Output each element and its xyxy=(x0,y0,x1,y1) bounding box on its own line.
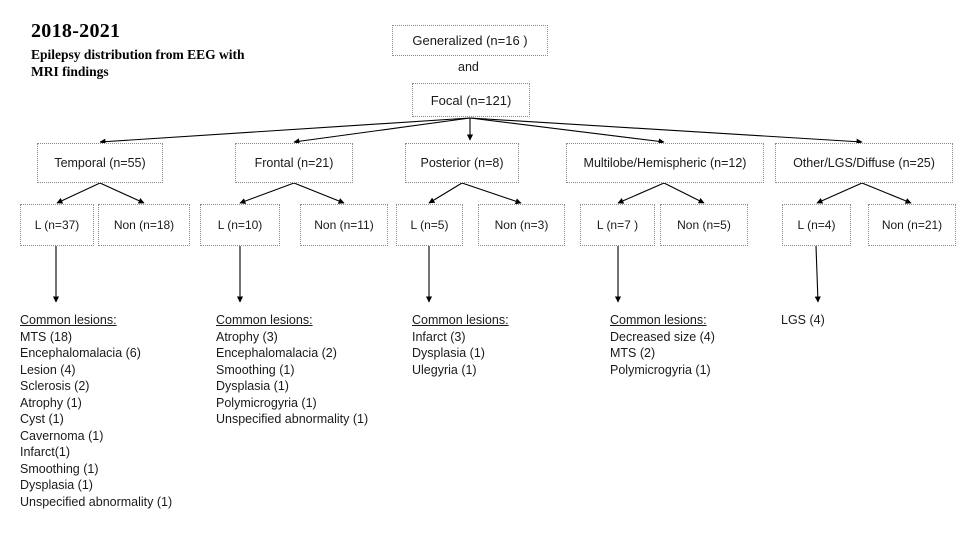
lesion-list-heading: Common lesions: xyxy=(610,313,707,327)
node-posterior-lesional[interactable]: L (n=5) xyxy=(396,204,463,246)
list-item: Infarct (3) xyxy=(412,329,466,344)
list-item: Ulegyria (1) xyxy=(412,362,477,377)
lesion-list-heading: LGS (4) xyxy=(781,313,825,327)
list-item: Unspecified abnormality (1) xyxy=(20,494,173,509)
list-item: Infarct(1) xyxy=(20,445,71,459)
list-item: MTS (2) xyxy=(610,346,656,360)
title-years: 2018-2021 xyxy=(31,20,121,42)
list-item: Atrophy (1) xyxy=(20,395,82,410)
node-frontal-lesional[interactable]: L (n=10) xyxy=(200,204,280,246)
lesion-list-other: LGS (4) xyxy=(781,312,825,329)
list-item: Encephalomalacia (2) xyxy=(216,346,337,360)
list-item: MTS (18) xyxy=(20,329,73,344)
node-generalized[interactable]: Generalized (n=16 ) xyxy=(392,25,548,56)
node-temporal[interactable]: Temporal (n=55) xyxy=(37,143,163,183)
node-temporal-lesional[interactable]: L (n=37) xyxy=(20,204,94,246)
list-item: Dysplasia (1) xyxy=(20,478,93,492)
list-item: Decreased size (4) xyxy=(610,329,715,344)
lesion-list-heading: Common lesions: xyxy=(216,313,313,327)
node-other-nonlesional[interactable]: Non (n=21) xyxy=(868,204,956,246)
lesion-list-heading: Common lesions: xyxy=(412,313,509,327)
lesion-list-multilobe: Common lesions: Decreased size (4) MTS (… xyxy=(610,312,715,378)
node-multilobe-lesional[interactable]: L (n=7 ) xyxy=(580,204,655,246)
lesion-list-heading: Common lesions: xyxy=(20,313,117,327)
list-item: Lesion (4) xyxy=(20,362,76,377)
list-item: Encephalomalacia (6) xyxy=(20,346,141,360)
list-item: Cyst (1) xyxy=(20,412,64,426)
list-item: Polymicrogyria (1) xyxy=(610,362,711,377)
list-item: Dysplasia (1) xyxy=(412,346,485,360)
label-and: and xyxy=(458,60,479,74)
node-other-lesional[interactable]: L (n=4) xyxy=(782,204,851,246)
list-item: Cavernoma (1) xyxy=(20,428,104,443)
lesion-list-frontal: Common lesions: Atrophy (3) Encephalomal… xyxy=(216,312,368,428)
page-title: 2018-2021 Epilepsy distribution from EEG… xyxy=(31,20,331,81)
node-temporal-nonlesional[interactable]: Non (n=18) xyxy=(98,204,190,246)
lesion-list-posterior: Common lesions: Infarct (3) Dysplasia (1… xyxy=(412,312,509,378)
node-frontal-nonlesional[interactable]: Non (n=11) xyxy=(300,204,388,246)
node-posterior-nonlesional[interactable]: Non (n=3) xyxy=(478,204,565,246)
list-item: Smoothing (1) xyxy=(216,362,295,377)
title-subtitle: Epilepsy distribution from EEG with MRI … xyxy=(31,47,245,80)
node-frontal[interactable]: Frontal (n=21) xyxy=(235,143,353,183)
node-other-lgs-diffuse[interactable]: Other/LGS/Diffuse (n=25) xyxy=(775,143,953,183)
list-item: Polymicrogyria (1) xyxy=(216,395,317,410)
list-item: Smoothing (1) xyxy=(20,461,99,476)
list-item: Dysplasia (1) xyxy=(216,379,289,393)
node-multilobe-nonlesional[interactable]: Non (n=5) xyxy=(660,204,748,246)
node-posterior[interactable]: Posterior (n=8) xyxy=(405,143,519,183)
list-item: Sclerosis (2) xyxy=(20,379,90,393)
list-item: Atrophy (3) xyxy=(216,329,278,344)
list-item: Unspecified abnormality (1) xyxy=(216,412,369,426)
lesion-list-temporal: Common lesions: MTS (18) Encephalomalaci… xyxy=(20,312,172,510)
node-multilobe-hemispheric[interactable]: Multilobe/Hemispheric (n=12) xyxy=(566,143,764,183)
node-focal[interactable]: Focal (n=121) xyxy=(412,83,530,117)
